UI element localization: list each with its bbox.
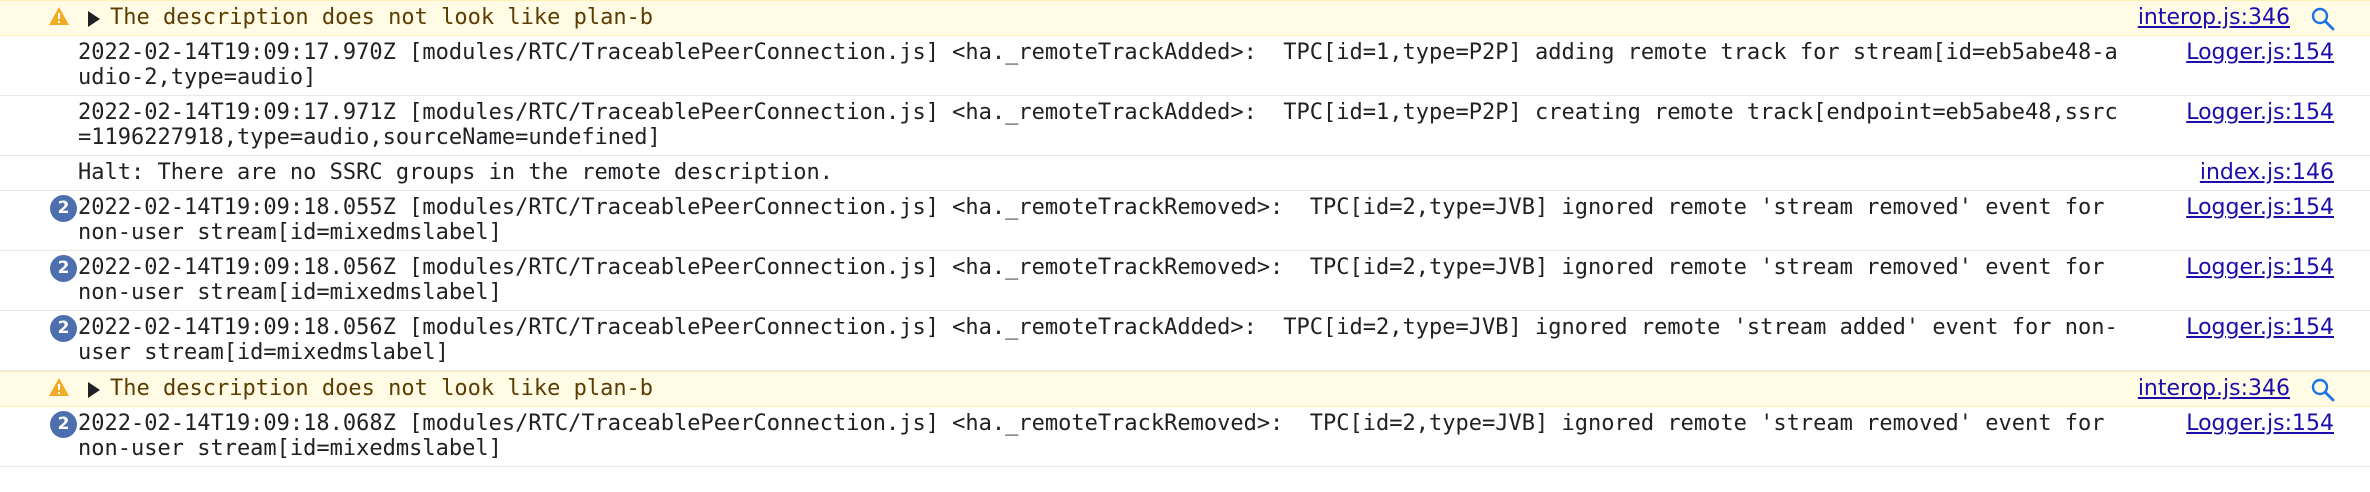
source-link[interactable]: Logger.js:154 <box>2186 255 2334 280</box>
row-gutter: 2 <box>0 255 78 282</box>
row-gutter: 2 <box>0 411 78 438</box>
source-link[interactable]: Logger.js:154 <box>2186 100 2334 125</box>
source-link[interactable]: Logger.js:154 <box>2186 315 2334 340</box>
console-message: 2022-02-14T19:09:17.971Z [modules/RTC/Tr… <box>78 100 2118 150</box>
console-warning-row[interactable]: The description does not look like plan-… <box>0 371 2370 407</box>
console-log-row[interactable]: 2022-02-14T19:09:17.970Z [modules/RTC/Tr… <box>0 36 2370 96</box>
row-gutter <box>0 376 100 401</box>
console-repeat-row[interactable]: 2 2022-02-14T19:09:18.055Z [modules/RTC/… <box>0 191 2370 251</box>
repeat-count-badge: 2 <box>50 411 77 438</box>
console-message: The description does not look like plan-… <box>110 5 654 30</box>
magnifier-icon[interactable] <box>2310 6 2336 32</box>
console-log-row[interactable]: 2022-02-14T19:09:17.971Z [modules/RTC/Tr… <box>0 96 2370 156</box>
row-gutter <box>0 5 100 30</box>
row-gutter <box>0 100 78 125</box>
console-message: 2022-02-14T19:09:18.056Z [modules/RTC/Tr… <box>78 315 2118 365</box>
disclosure-triangle-icon[interactable] <box>88 382 100 398</box>
repeat-count-badge: 2 <box>50 255 77 282</box>
console-message: 2022-02-14T19:09:17.970Z [modules/RTC/Tr… <box>78 40 2118 90</box>
console-warning-row[interactable]: The description does not look like plan-… <box>0 0 2370 36</box>
console-message: 2022-02-14T19:09:18.056Z [modules/RTC/Tr… <box>78 255 2118 305</box>
row-gutter <box>0 160 78 185</box>
source-link[interactable]: Logger.js:154 <box>2186 40 2334 65</box>
source-link[interactable]: interop.js:346 <box>2137 376 2290 401</box>
disclosure-triangle-icon[interactable] <box>88 11 100 27</box>
source-link[interactable]: interop.js:346 <box>2137 5 2290 30</box>
warning-triangle-icon <box>49 378 69 396</box>
source-link[interactable]: index.js:146 <box>2199 160 2334 185</box>
repeat-count-badge: 2 <box>50 195 77 222</box>
console-repeat-row[interactable]: 2 2022-02-14T19:09:18.056Z [modules/RTC/… <box>0 311 2370 371</box>
console-message: 2022-02-14T19:09:18.055Z [modules/RTC/Tr… <box>78 195 2118 245</box>
row-gutter: 2 <box>0 195 78 222</box>
console-repeat-row[interactable]: 2 2022-02-14T19:09:18.056Z [modules/RTC/… <box>0 251 2370 311</box>
row-gutter <box>0 40 78 65</box>
source-link[interactable]: Logger.js:154 <box>2186 411 2334 436</box>
console-message: The description does not look like plan-… <box>110 376 654 401</box>
source-link[interactable]: Logger.js:154 <box>2186 195 2334 220</box>
console-log-row[interactable]: Halt: There are no SSRC groups in the re… <box>0 156 2370 191</box>
console-message: Halt: There are no SSRC groups in the re… <box>78 160 833 185</box>
repeat-count-badge: 2 <box>50 315 77 342</box>
magnifier-icon[interactable] <box>2310 377 2336 403</box>
warning-triangle-icon <box>49 7 69 25</box>
row-gutter: 2 <box>0 315 78 342</box>
console-message: 2022-02-14T19:09:18.068Z [modules/RTC/Tr… <box>78 411 2118 461</box>
console-repeat-row[interactable]: 2 2022-02-14T19:09:18.068Z [modules/RTC/… <box>0 407 2370 467</box>
